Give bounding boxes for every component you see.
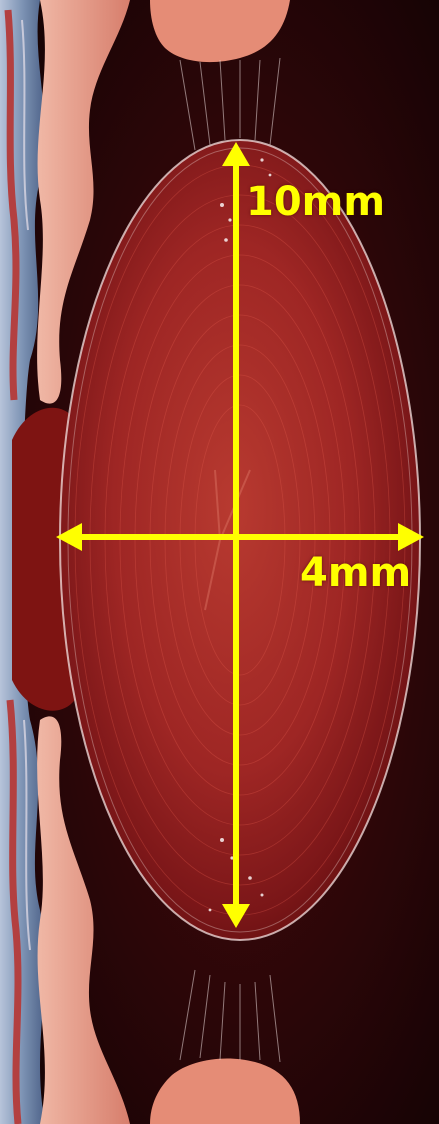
height-label: 10mm <box>246 182 385 222</box>
width-label: 4mm <box>300 553 411 593</box>
